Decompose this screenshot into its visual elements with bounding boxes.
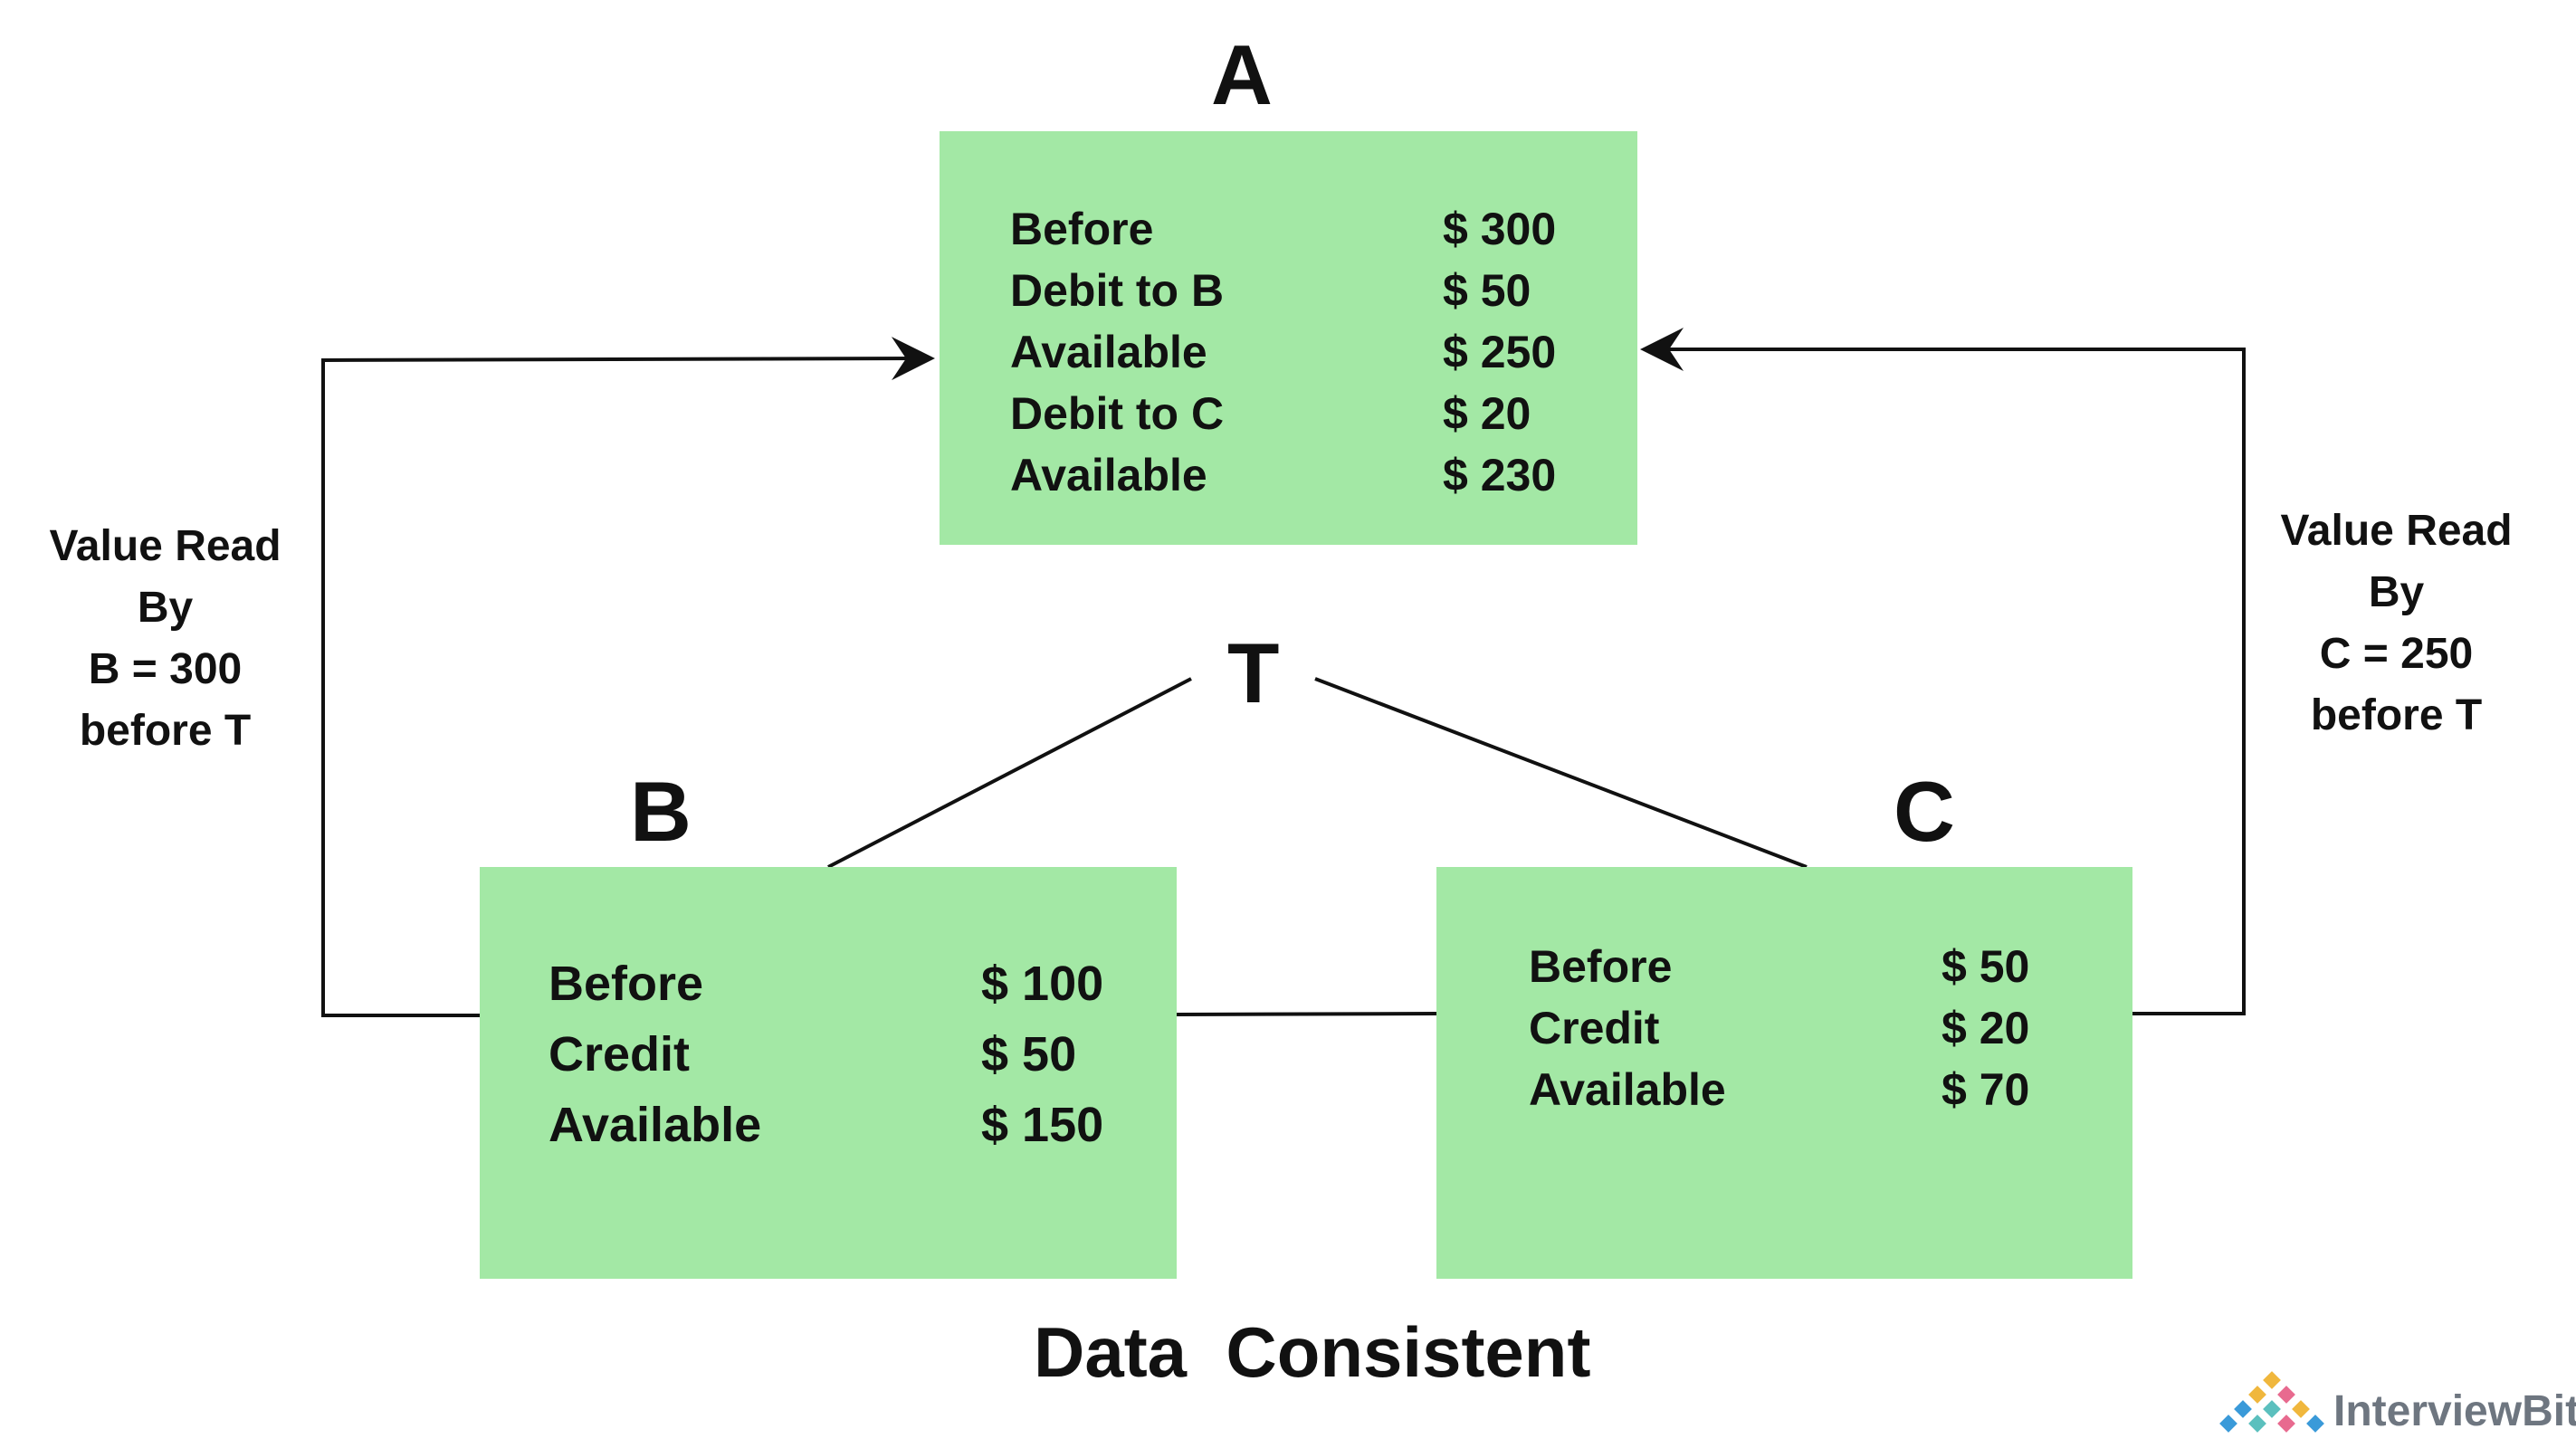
node-a-label: A [1211,27,1274,122]
row-label: Available [549,1098,762,1152]
row-value: $ 20 [1443,388,1531,439]
node-c-box: Before $ 50 Credit $ 20 Available $ 70 [1436,867,2132,1279]
brand-name: InterviewBit [2333,1387,2576,1435]
node-c-label: C [1894,764,1956,859]
row-value: $ 50 [1443,265,1531,316]
left-note-line: before T [79,707,252,755]
row-label: Available [1010,327,1207,377]
arrow-b-to-a [321,337,935,1017]
row-label: Before [1529,941,1673,992]
row-label: Credit [549,1027,691,1081]
node-a-row: Available $ 230 [1010,444,1556,506]
row-label: Available [1529,1064,1726,1115]
line-t-to-c [1314,677,1808,869]
row-value: $ 150 [981,1098,1104,1152]
node-c-rows: Before $ 50 Credit $ 20 Available $ 70 [1529,936,2029,1120]
node-c-row: Credit $ 20 [1529,997,2029,1059]
row-value: $ 230 [1443,450,1557,500]
node-t-label: T [1227,625,1281,720]
node-a-box: Before $ 300 Debit to B $ 50 Available $… [940,131,1637,545]
node-a-rows: Before $ 300 Debit to B $ 50 Available $… [1010,198,1556,506]
node-b-row: Available $ 150 [549,1090,1103,1160]
row-label: Before [549,957,704,1011]
row-value: $ 300 [1443,204,1557,254]
node-b-box: Before $ 100 Credit $ 50 Available $ 150 [480,867,1177,1279]
node-a-row: Debit to C $ 20 [1010,383,1556,444]
line-t-to-b [827,677,1192,869]
node-c-row: Before $ 50 [1529,936,2029,997]
right-note: Value Read By C = 250 before T [2258,500,2534,747]
node-b-label: B [630,764,692,859]
node-b-row: Credit $ 50 [549,1019,1103,1090]
row-value: $ 20 [1942,1003,2030,1053]
row-value: $ 50 [1942,941,2030,992]
row-label: Before [1010,204,1154,254]
node-a-row: Available $ 250 [1010,321,1556,383]
node-c-row: Available $ 70 [1529,1059,2029,1120]
row-value: $ 70 [1942,1064,2030,1115]
left-note-line: By [137,584,194,632]
right-note-line: before T [2310,691,2483,739]
row-label: Debit to C [1010,388,1225,439]
node-b-row: Before $ 100 [549,948,1103,1019]
left-note-line: B = 300 [88,645,243,693]
row-label: Debit to B [1010,265,1225,316]
brand-logo-icon [2219,1371,2324,1433]
arrow-c-to-a [1640,328,2246,1015]
node-b-rows: Before $ 100 Credit $ 50 Available $ 150 [549,948,1103,1160]
row-value: $ 100 [981,957,1104,1011]
row-label: Credit [1529,1003,1660,1053]
left-note: Value Read By B = 300 before T [27,516,303,762]
row-value: $ 50 [981,1027,1077,1081]
row-value: $ 250 [1443,327,1557,377]
left-note-line: Value Read [49,522,281,570]
right-note-line: C = 250 [2319,630,2474,678]
node-a-row: Debit to B $ 50 [1010,260,1556,321]
diagram-caption: Data Consistent [1034,1312,1591,1392]
right-note-line: By [2368,568,2425,616]
row-label: Available [1010,450,1207,500]
line-b-to-c [1176,1012,1437,1016]
node-a-row: Before $ 300 [1010,198,1556,260]
right-note-line: Value Read [2280,507,2513,555]
